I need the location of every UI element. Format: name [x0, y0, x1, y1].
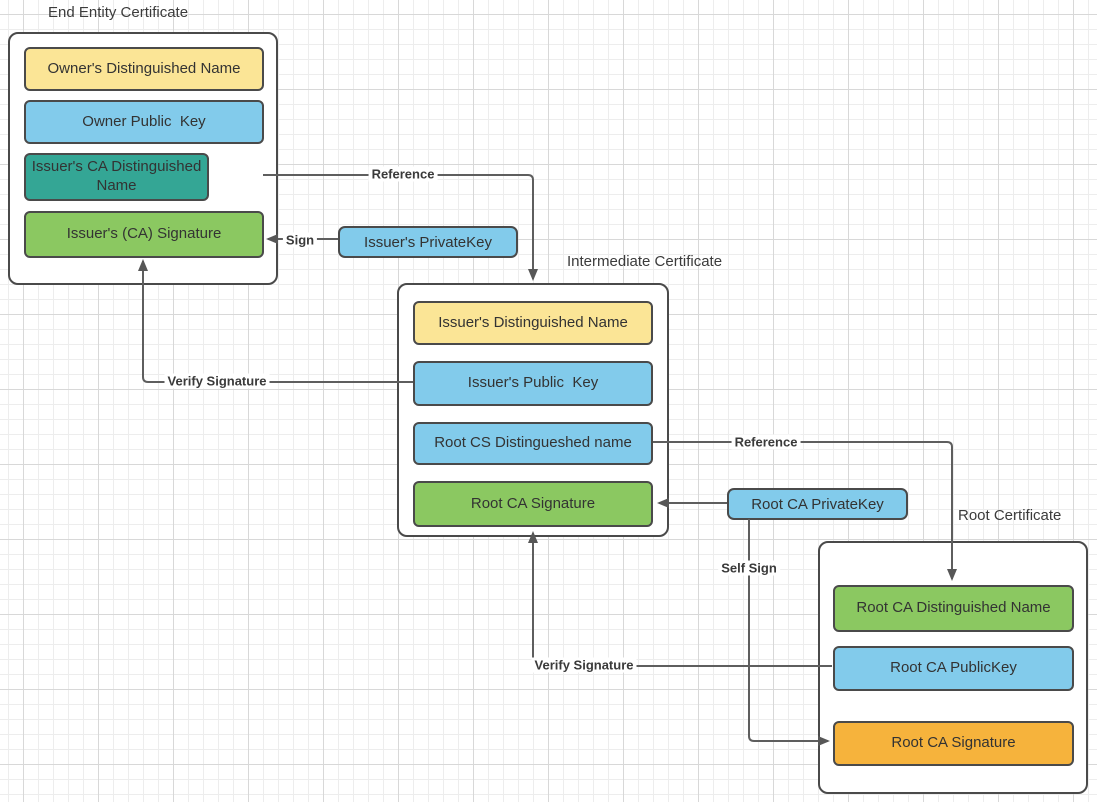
label-reference-entity: Reference — [368, 166, 438, 182]
end-entity-certificate-title: End Entity Certificate — [48, 4, 189, 21]
field-root-cs-distingueshed-name: Root CS Distingueshed name — [413, 422, 653, 465]
field-issuer-public-key: Issuer's Public Key — [413, 361, 653, 406]
root-certificate-title: Root Certificate — [958, 507, 1062, 524]
edge-verify-intermediate-signature — [528, 531, 832, 667]
end-entity-certificate-box: Owner's Distinguished Name Owner Public … — [8, 32, 278, 285]
field-owner-distinguished-name: Owner's Distinguished Name — [24, 47, 264, 91]
edge-self-sign-root — [748, 519, 830, 746]
field-owner-public-key: Owner Public Key — [24, 100, 264, 144]
field-root-ca-public-key: Root CA PublicKey — [833, 646, 1074, 691]
label-sign: Sign — [282, 232, 318, 248]
label-verify-signature-intermediate: Verify Signature — [531, 657, 637, 673]
issuer-private-key-box: Issuer's PrivateKey — [338, 226, 518, 258]
field-root-ca-signature-root: Root CA Signature — [833, 721, 1074, 766]
field-issuer-distinguished-name: Issuer's Distinguished Name — [413, 301, 653, 345]
field-issuer-ca-distinguished-name: Issuer's CA Distinguished Name — [24, 153, 209, 201]
label-verify-signature-entity: Verify Signature — [164, 373, 270, 389]
label-reference-intermediate: Reference — [731, 434, 801, 450]
intermediate-certificate-box: Issuer's Distinguished Name Issuer's Pub… — [397, 283, 669, 537]
root-certificate-box: Root CA Distinguished Name Root CA Publi… — [818, 541, 1088, 794]
field-issuer-ca-signature: Issuer's (CA) Signature — [24, 211, 264, 258]
field-root-ca-signature-intermediate: Root CA Signature — [413, 481, 653, 527]
field-root-ca-distinguished-name: Root CA Distinguished Name — [833, 585, 1074, 632]
intermediate-certificate-title: Intermediate Certificate — [567, 253, 723, 270]
root-ca-private-key-box: Root CA PrivateKey — [727, 488, 908, 520]
label-self-sign: Self Sign — [718, 560, 780, 576]
